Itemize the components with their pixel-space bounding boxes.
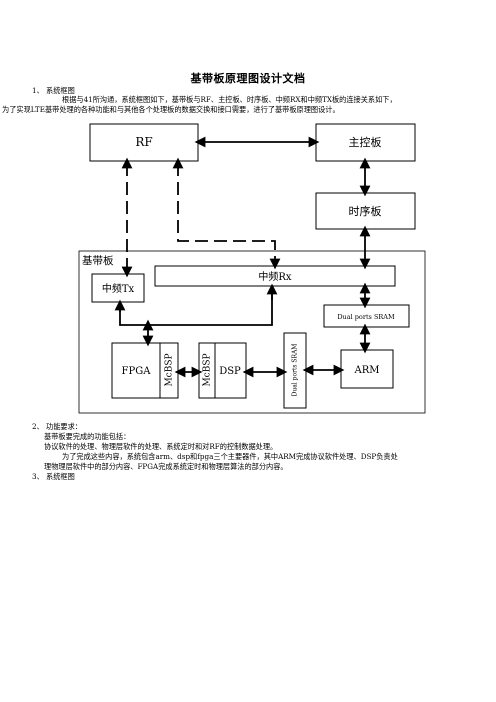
section-3-heading: 3、 系统框图 xyxy=(32,472,75,481)
timing-board-box xyxy=(315,192,416,230)
section-2-line-4: 理物理层软件中的部分内容、FPGA完成系统定时和物理层算法的部分内容。 xyxy=(44,462,288,471)
rf-ifrx-dashed-link xyxy=(172,157,281,270)
vertical-dual-port-sram-label: Dual ports SRAM xyxy=(292,344,299,397)
section-1-line-2: 为了实现LTE基带处理的各种功能和与其他各个处理板的数据交换和接口需要，进行了基… xyxy=(2,104,340,114)
fpga-mcbsp-label: McBSP xyxy=(165,353,175,386)
fpga-if-bus xyxy=(119,288,273,326)
timing-board-label: 时序板 xyxy=(349,204,382,218)
arm-box xyxy=(340,349,394,389)
dsp-mcbsp-label: McBSP xyxy=(203,353,213,386)
section-2-line-3: 为了完成这些内容，系统包含arm、dsp和fpga三个主要器件，其中ARM完成协… xyxy=(62,452,398,461)
section-1-heading: 1、 系统框图 xyxy=(32,86,75,95)
main-board-label: 主控板 xyxy=(349,135,382,149)
section-1-paragraph: 根据与41所沟通，系统框图如下，基带板与RF、主控板、时序板、中频RX和中频TX… xyxy=(2,95,462,114)
section-1-line-1: 根据与41所沟通，系统框图如下，基带板与RF、主控板、时序板、中频RX和中频TX… xyxy=(62,95,397,104)
arm-label: ARM xyxy=(354,365,380,376)
rf-label: RF xyxy=(135,135,152,149)
fpga-label: FPGA xyxy=(122,366,152,377)
baseband-board-label: 基带板 xyxy=(82,254,114,267)
section-2-line-2: 协议软件的处理、物理层软件的处理、系统定时和对RF的控制数据处理。 xyxy=(44,442,278,451)
if-rx-label: 中频Rx xyxy=(258,270,292,283)
dual-port-sram-label: Dual ports SRAM xyxy=(337,313,395,321)
if-tx-label: 中频Tx xyxy=(102,282,135,295)
section-2-heading: 2、 功能要求： xyxy=(32,422,82,431)
document-title: 基带板原理图设计文档 xyxy=(190,72,306,85)
if-tx-box xyxy=(91,273,145,303)
section-2-line-1: 基带板要完成的功能包括： xyxy=(44,432,131,441)
rf-box xyxy=(89,123,199,162)
dsp-label: DSP xyxy=(219,366,241,377)
